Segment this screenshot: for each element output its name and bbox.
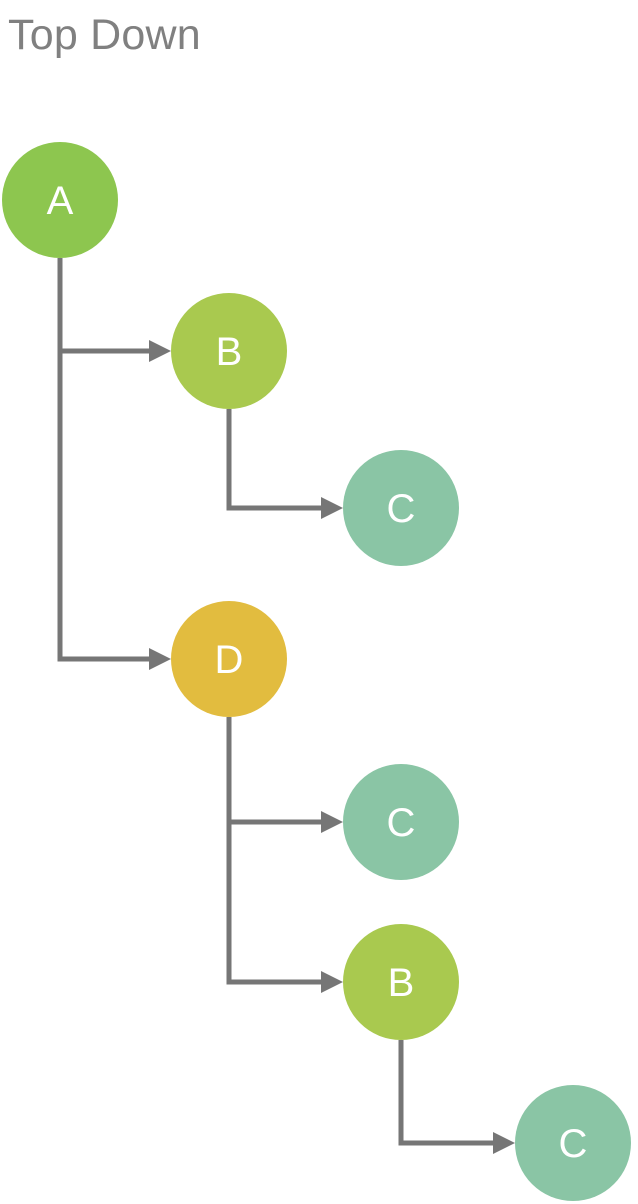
edge-line: [57, 258, 149, 662]
edge-line: [398, 1040, 493, 1146]
node-circle[interactable]: [343, 764, 459, 880]
edge-a-to-d: [57, 258, 171, 670]
tree-node-b[interactable]: B: [343, 924, 459, 1040]
tree-node-c[interactable]: C: [515, 1085, 631, 1201]
edge-line: [226, 717, 321, 985]
node-circle[interactable]: [171, 601, 287, 717]
node-circle[interactable]: [343, 450, 459, 566]
arrowhead-icon: [321, 497, 343, 519]
tree-node-b[interactable]: B: [171, 293, 287, 409]
arrowhead-icon: [321, 971, 343, 993]
arrowhead-icon: [149, 340, 171, 362]
tree-node-c[interactable]: C: [343, 764, 459, 880]
edge-line: [226, 409, 321, 511]
tree-node-d[interactable]: D: [171, 601, 287, 717]
node-circle[interactable]: [515, 1085, 631, 1201]
node-label: C: [559, 1122, 588, 1166]
tree-node-a[interactable]: A: [2, 142, 118, 258]
edge-b-to-c: [398, 1040, 515, 1154]
node-circle[interactable]: [2, 142, 118, 258]
arrowhead-icon: [493, 1132, 515, 1154]
page-title: Top Down: [8, 11, 201, 59]
edge-b-to-c: [226, 409, 343, 519]
edge-layer: [57, 258, 515, 1154]
node-label: D: [215, 638, 244, 682]
node-layer: A B C D C B C: [2, 142, 631, 1201]
node-label: B: [216, 330, 243, 374]
node-label: C: [387, 801, 416, 845]
edge-line: [57, 258, 149, 354]
edge-a-to-b: [57, 258, 171, 362]
arrowhead-icon: [321, 811, 343, 833]
edge-d-to-b: [226, 717, 343, 993]
edge-d-to-c: [226, 717, 343, 833]
node-label: A: [47, 179, 74, 223]
node-circle[interactable]: [343, 924, 459, 1040]
node-circle[interactable]: [171, 293, 287, 409]
tree-node-c[interactable]: C: [343, 450, 459, 566]
node-label: B: [388, 961, 415, 1005]
node-label: C: [387, 487, 416, 531]
edge-line: [226, 717, 321, 825]
arrowhead-icon: [149, 648, 171, 670]
